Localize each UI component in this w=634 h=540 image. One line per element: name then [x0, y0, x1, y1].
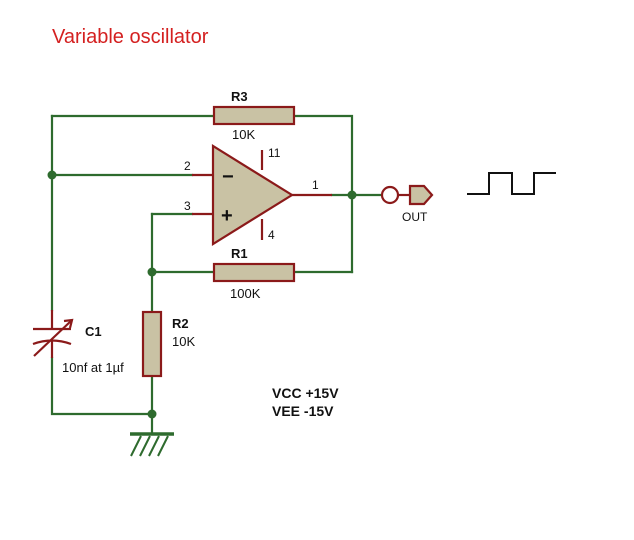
resistor-r3: R3 10K: [212, 89, 296, 142]
junctions: [47, 170, 357, 419]
r1-ref: R1: [231, 246, 248, 261]
junction-dot: [47, 170, 57, 180]
r2-ref: R2: [172, 316, 189, 331]
junction-dot: [347, 190, 357, 200]
ground-symbol: [130, 432, 174, 457]
resistor-r2: R2 10K: [141, 310, 195, 378]
op-amp-triangle: [211, 144, 295, 246]
op-amp: − + 2 3 1 11 4: [184, 144, 332, 246]
ground-hatch-icon: [130, 435, 169, 457]
output-port: OUT: [380, 184, 434, 224]
capacitor-plate-curved: [32, 339, 72, 346]
variable-capacitor-c1: C1 10nf at 1µf: [32, 310, 124, 375]
junction-dot: [147, 267, 157, 277]
r3-ref: R3: [231, 89, 248, 104]
r3-value: 10K: [232, 127, 255, 142]
c1-ref: C1: [85, 324, 102, 339]
c1-value: 10nf at 1µf: [62, 360, 124, 375]
square-wave-icon: [467, 172, 556, 195]
output-terminal-icon: [380, 185, 400, 205]
wire-c1-bottom: [50, 356, 154, 416]
pin-label-inverting: 2: [184, 159, 191, 173]
noninverting-symbol: +: [221, 205, 233, 227]
wires: [50, 114, 384, 434]
variable-arrow: [33, 319, 73, 357]
supply-vee-label: VEE -15V: [272, 403, 334, 419]
pin-label-output: 1: [312, 178, 319, 192]
pin-label-noninverting: 3: [184, 199, 191, 213]
junction-dot: [147, 409, 157, 419]
resistor-r1: R1 100K: [212, 246, 296, 301]
inverting-symbol: −: [222, 166, 234, 188]
pin-label-vcc: 11: [268, 146, 281, 160]
page-title: Variable oscillator: [52, 26, 209, 48]
wire-r3-right: [292, 114, 354, 274]
output-label: OUT: [402, 210, 428, 224]
r2-value: 10K: [172, 334, 195, 349]
r1-value: 100K: [230, 286, 261, 301]
pin-label-vee: 4: [268, 228, 275, 242]
supply-vcc-label: VCC +15V: [272, 385, 339, 401]
output-port-icon: [408, 184, 434, 206]
